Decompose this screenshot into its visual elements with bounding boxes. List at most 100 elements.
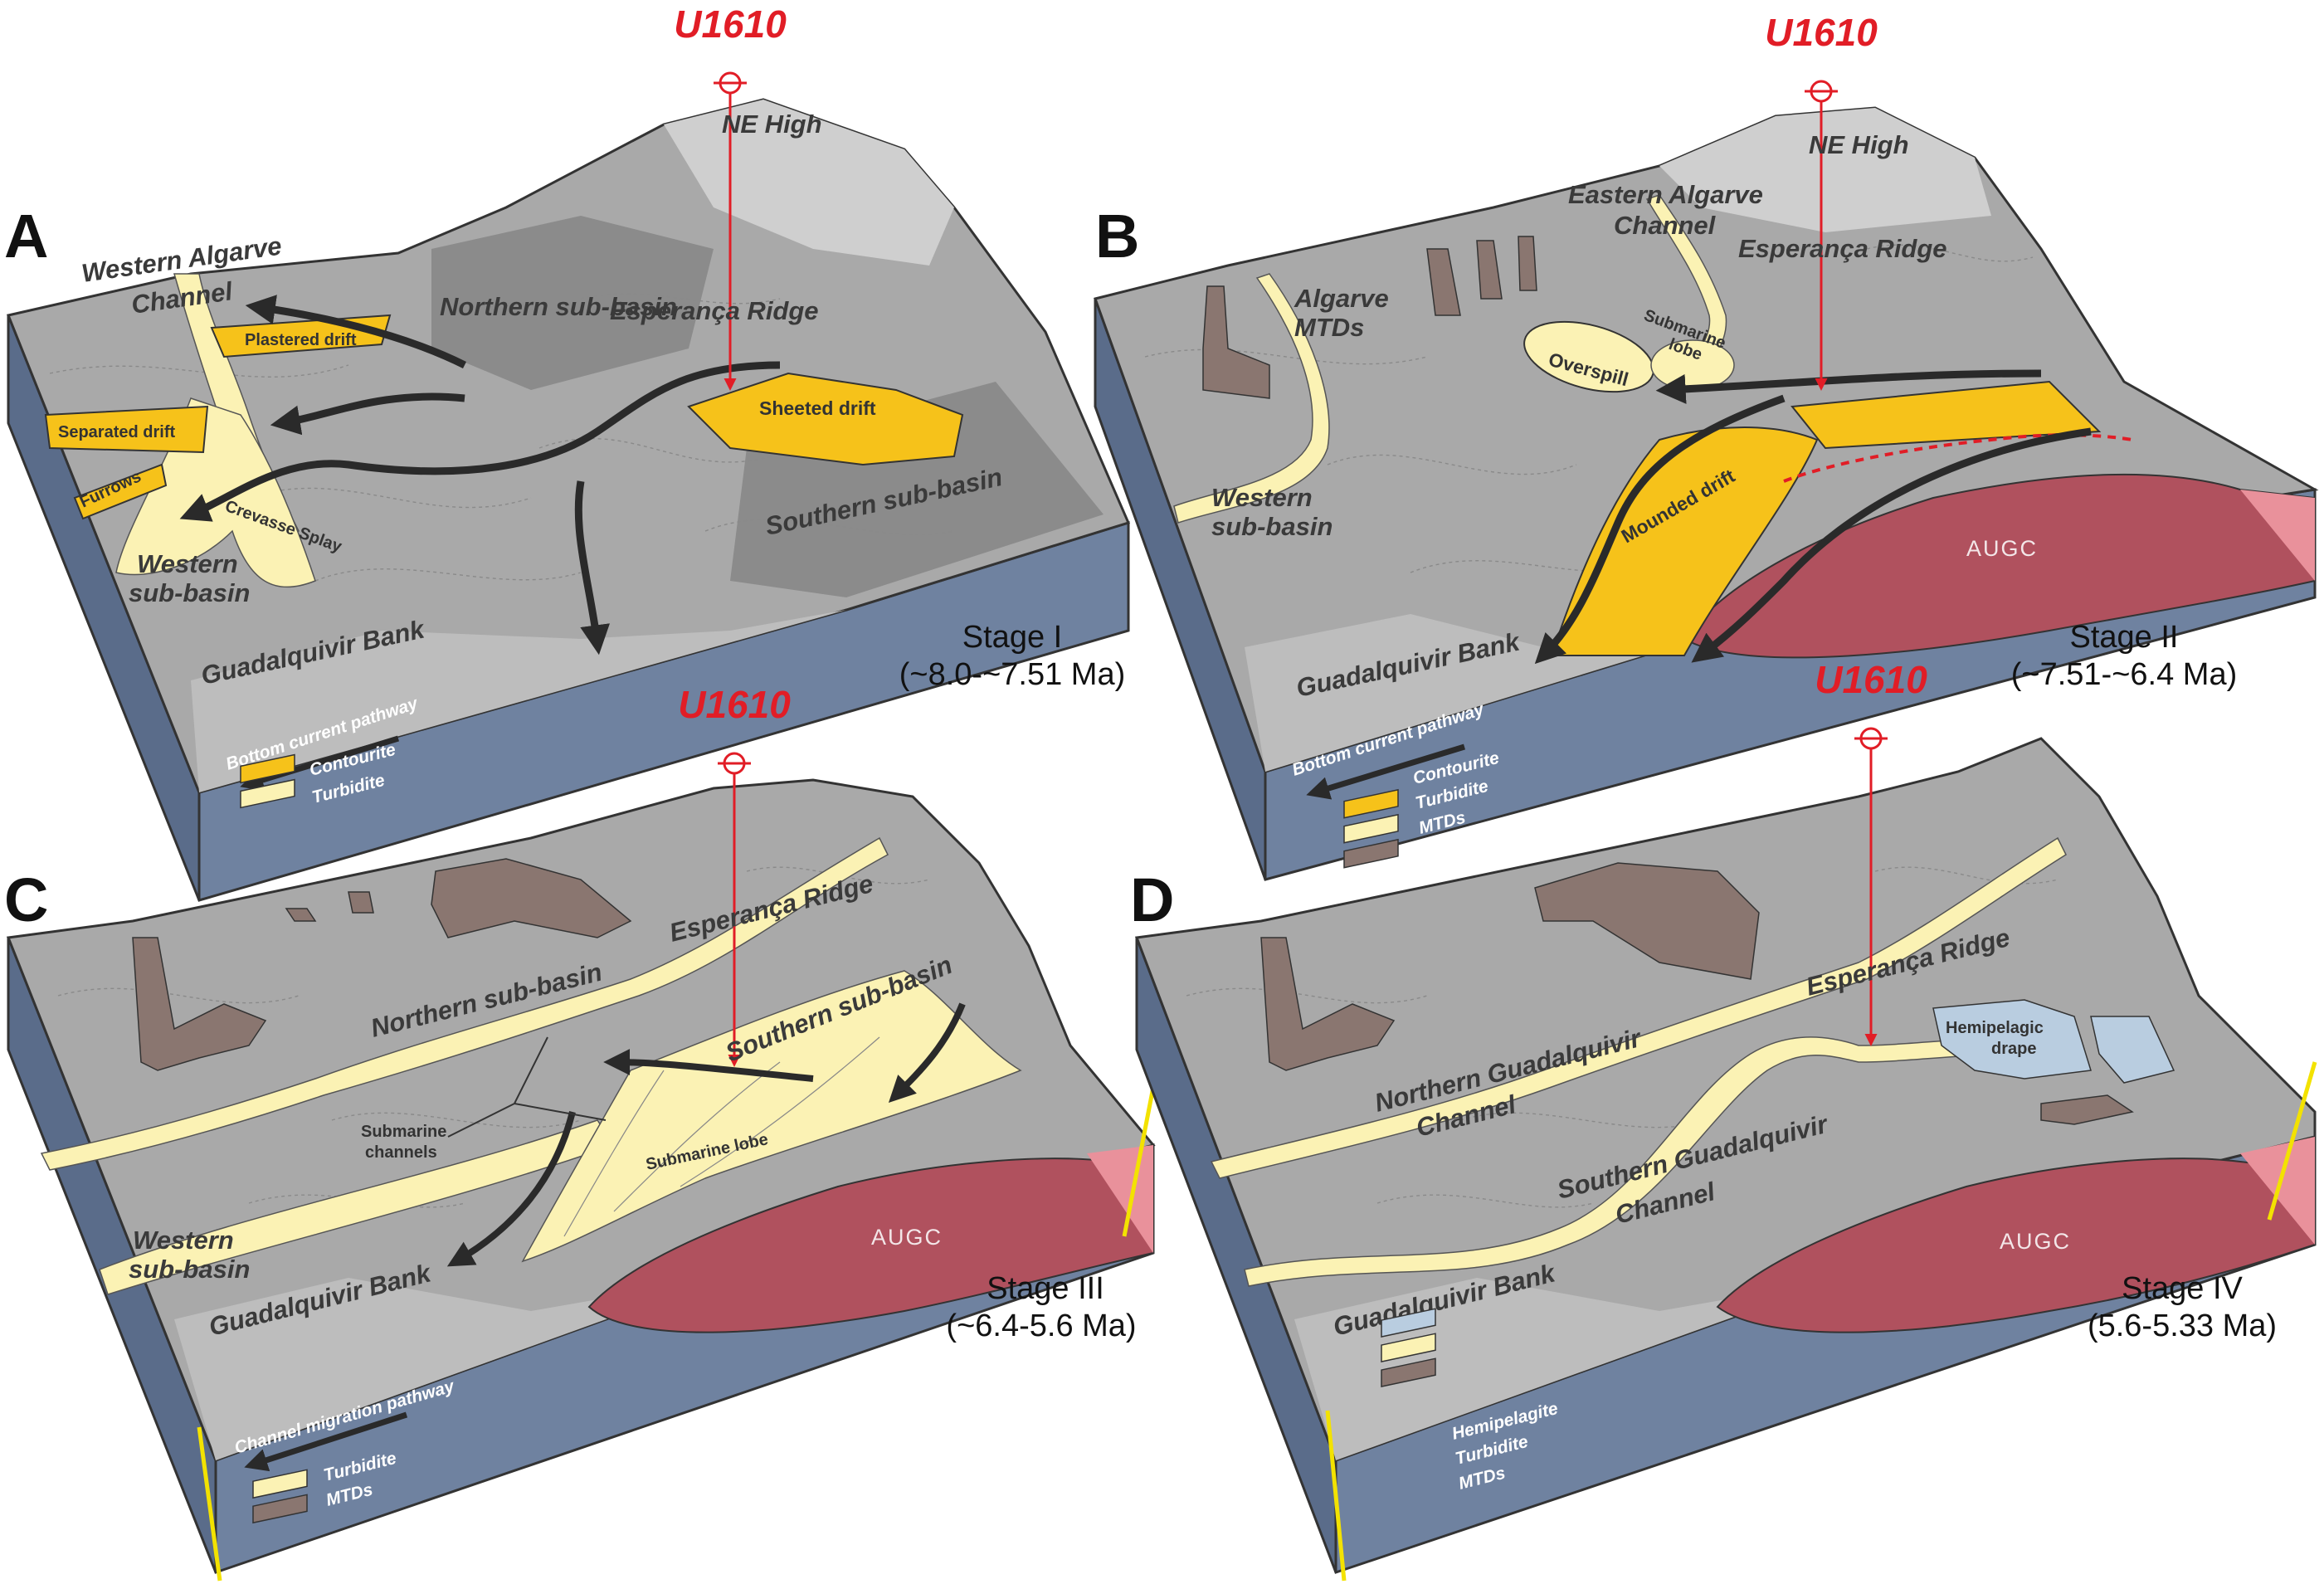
- western-sub-basin-label-b2: sub-basin: [1211, 512, 1333, 541]
- western-sub-basin-label-b1: Western: [1211, 483, 1313, 512]
- algarve-mtds-b: [1202, 285, 1270, 399]
- stage-label-b: Stage II: [2070, 620, 2179, 655]
- panel-a: U1610 A NE High Northern sub-basin Esper…: [4, 2, 1131, 902]
- stage-age-d: (5.6-5.33 Ma): [2088, 1309, 2277, 1343]
- contours-a: [49, 293, 955, 582]
- panel-letter-b: B: [1095, 202, 1139, 270]
- legend-swatch-turbidite-b: [1343, 813, 1399, 844]
- upper-drift-b: [1791, 380, 2102, 450]
- panel-d: U1610 D Esperança Ridge Hemipelagic drap…: [1130, 658, 2317, 1582]
- legend-swatch-turbidite-d: [1381, 1333, 1436, 1363]
- guadalquivir-bank-c: [174, 1211, 904, 1460]
- augc-label-c: AUGC: [871, 1225, 943, 1250]
- bottom-current-arrow-a1: [245, 295, 467, 369]
- mtd-channel-b1: [1426, 248, 1461, 316]
- bottom-current-arrow-a4: [574, 480, 610, 656]
- western-sub-basin-label-c2: sub-basin: [129, 1255, 250, 1284]
- mtd-c3: [285, 908, 317, 922]
- site-label-c: U1610: [678, 683, 791, 726]
- legend-swatch-mtds-c: [252, 1494, 308, 1524]
- bottom-current-arrow-a2: [270, 392, 465, 436]
- panel-c: U1610 C Northern sub-basin Esperança Rid…: [4, 683, 1156, 1582]
- western-channel-b: [1173, 273, 1330, 524]
- bottom-current-arrow-b3: [1691, 427, 2092, 663]
- sheeted-drift-label-a: Sheeted drift: [759, 397, 876, 419]
- legend-swatch-turbidite-c: [252, 1469, 308, 1499]
- submarine-lobe-c: [521, 970, 1022, 1263]
- crevasse-splay-a: [115, 397, 316, 588]
- hemipelagic-drape-d: [1932, 999, 2092, 1080]
- separated-drift-a: [44, 405, 209, 454]
- contours-b: [1144, 244, 2034, 573]
- fault-d-right: [2267, 1061, 2317, 1221]
- bottom-current-arrow-b1: [1655, 369, 2042, 404]
- hemipelagic-drape-label-d2: drape: [1991, 1040, 2036, 1058]
- stage-age-a: (~8.0-~7.51 Ma): [899, 657, 1125, 692]
- bottom-current-arrow-b2: [1534, 394, 1786, 665]
- eastern-algarve-channel-label-b1: Eastern Algarve: [1568, 180, 1763, 209]
- ne-high-b: [1659, 108, 1991, 232]
- algarve-mtds-label-b1: Algarve: [1294, 284, 1389, 313]
- mtd-d2: [1534, 862, 1760, 980]
- mounded-drift-b: [1550, 426, 1819, 656]
- submarine-channels-label-c2: channels: [365, 1143, 437, 1162]
- northern-sub-basin-label-a: Northern sub-basin: [440, 292, 677, 321]
- drift-boundary-b: [1783, 433, 2133, 483]
- site-label-d: U1610: [1815, 658, 1927, 701]
- mtd-d1: [1260, 937, 1396, 1071]
- mtd-channel-b2: [1476, 240, 1503, 300]
- mtd-c2: [431, 858, 632, 938]
- separated-drift-label-a: Separated drift: [58, 423, 175, 441]
- fault-c-left: [197, 1426, 222, 1582]
- ne-high-label-a: NE High: [722, 110, 822, 139]
- site-label-a: U1610: [674, 2, 787, 46]
- stage-label-d: Stage IV: [2122, 1271, 2243, 1306]
- migration-arrow-c1: [603, 1049, 814, 1082]
- furrows-a: [73, 463, 168, 520]
- augc-label-b: AUGC: [1966, 536, 2038, 561]
- algarve-mtds-label-b2: MTDs: [1294, 313, 1364, 342]
- ne-high-label-b: NE High: [1809, 130, 1909, 159]
- migration-arrow-c3: [888, 1002, 966, 1104]
- stage-label-a: Stage I: [962, 620, 1062, 655]
- ne-high-a: [664, 100, 954, 266]
- legend-swatch-mtds-d: [1381, 1357, 1436, 1388]
- fault-c-right: [1122, 1086, 1156, 1237]
- legend-swatch-hemipelagite-d: [1381, 1308, 1436, 1338]
- esperanca-ridge-label-b: Esperança Ridge: [1738, 234, 1947, 263]
- northern-guadalquivir-channel-d: [1210, 836, 2067, 1179]
- guadalquivir-bank-a: [191, 610, 846, 792]
- western-sub-basin-label-c1: Western: [133, 1226, 234, 1255]
- mtd-c4: [348, 891, 374, 914]
- esperanca-ridge-label-a: Esperança Ridge: [610, 296, 819, 325]
- legend-swatch-mtds-b: [1343, 838, 1399, 869]
- legend-swatch-contourite-b: [1343, 788, 1399, 819]
- legend-swatch-turbidite-a: [240, 778, 295, 809]
- stage-label-c: Stage III: [987, 1271, 1104, 1306]
- western-sub-basin-label-a1: Western: [137, 549, 238, 578]
- site-label-b: U1610: [1765, 11, 1878, 54]
- hemipelagic-drape-label-d1: Hemipelagic: [1946, 1019, 2044, 1037]
- panel-b: U1610 B NE High Eastern Algarve Channel …: [1094, 11, 2319, 881]
- submarine-channels-label-c1: Submarine: [361, 1123, 446, 1141]
- hemipelagic-drape-d2: [2090, 1016, 2175, 1084]
- bottom-current-arrow-a3: [179, 361, 781, 522]
- sheeted-drift-a: [687, 372, 964, 466]
- fault-d-left: [1325, 1410, 1347, 1582]
- guadalquivir-bank-d: [1294, 1203, 2049, 1460]
- stage-age-c: (~6.4-5.6 Ma): [946, 1309, 1136, 1343]
- plastered-drift-label-a: Plastered drift: [245, 331, 357, 349]
- panel-letter-a: A: [4, 202, 48, 270]
- augc-label-d: AUGC: [2000, 1229, 2071, 1254]
- mtd-c1: [132, 937, 267, 1071]
- lobe-lines-c: [563, 1036, 880, 1237]
- panel-letter-c: C: [4, 865, 48, 934]
- northern-channel-c: [40, 836, 889, 1171]
- stage-age-b: (~7.51-~6.4 Ma): [2011, 657, 2237, 692]
- western-sub-basin-label-a2: sub-basin: [129, 578, 250, 607]
- legend-swatch-contourite-a: [240, 753, 295, 784]
- migration-arrow-c2: [446, 1111, 576, 1267]
- northern-basin-a: [431, 216, 714, 390]
- mtd-channel-b3: [1518, 236, 1537, 291]
